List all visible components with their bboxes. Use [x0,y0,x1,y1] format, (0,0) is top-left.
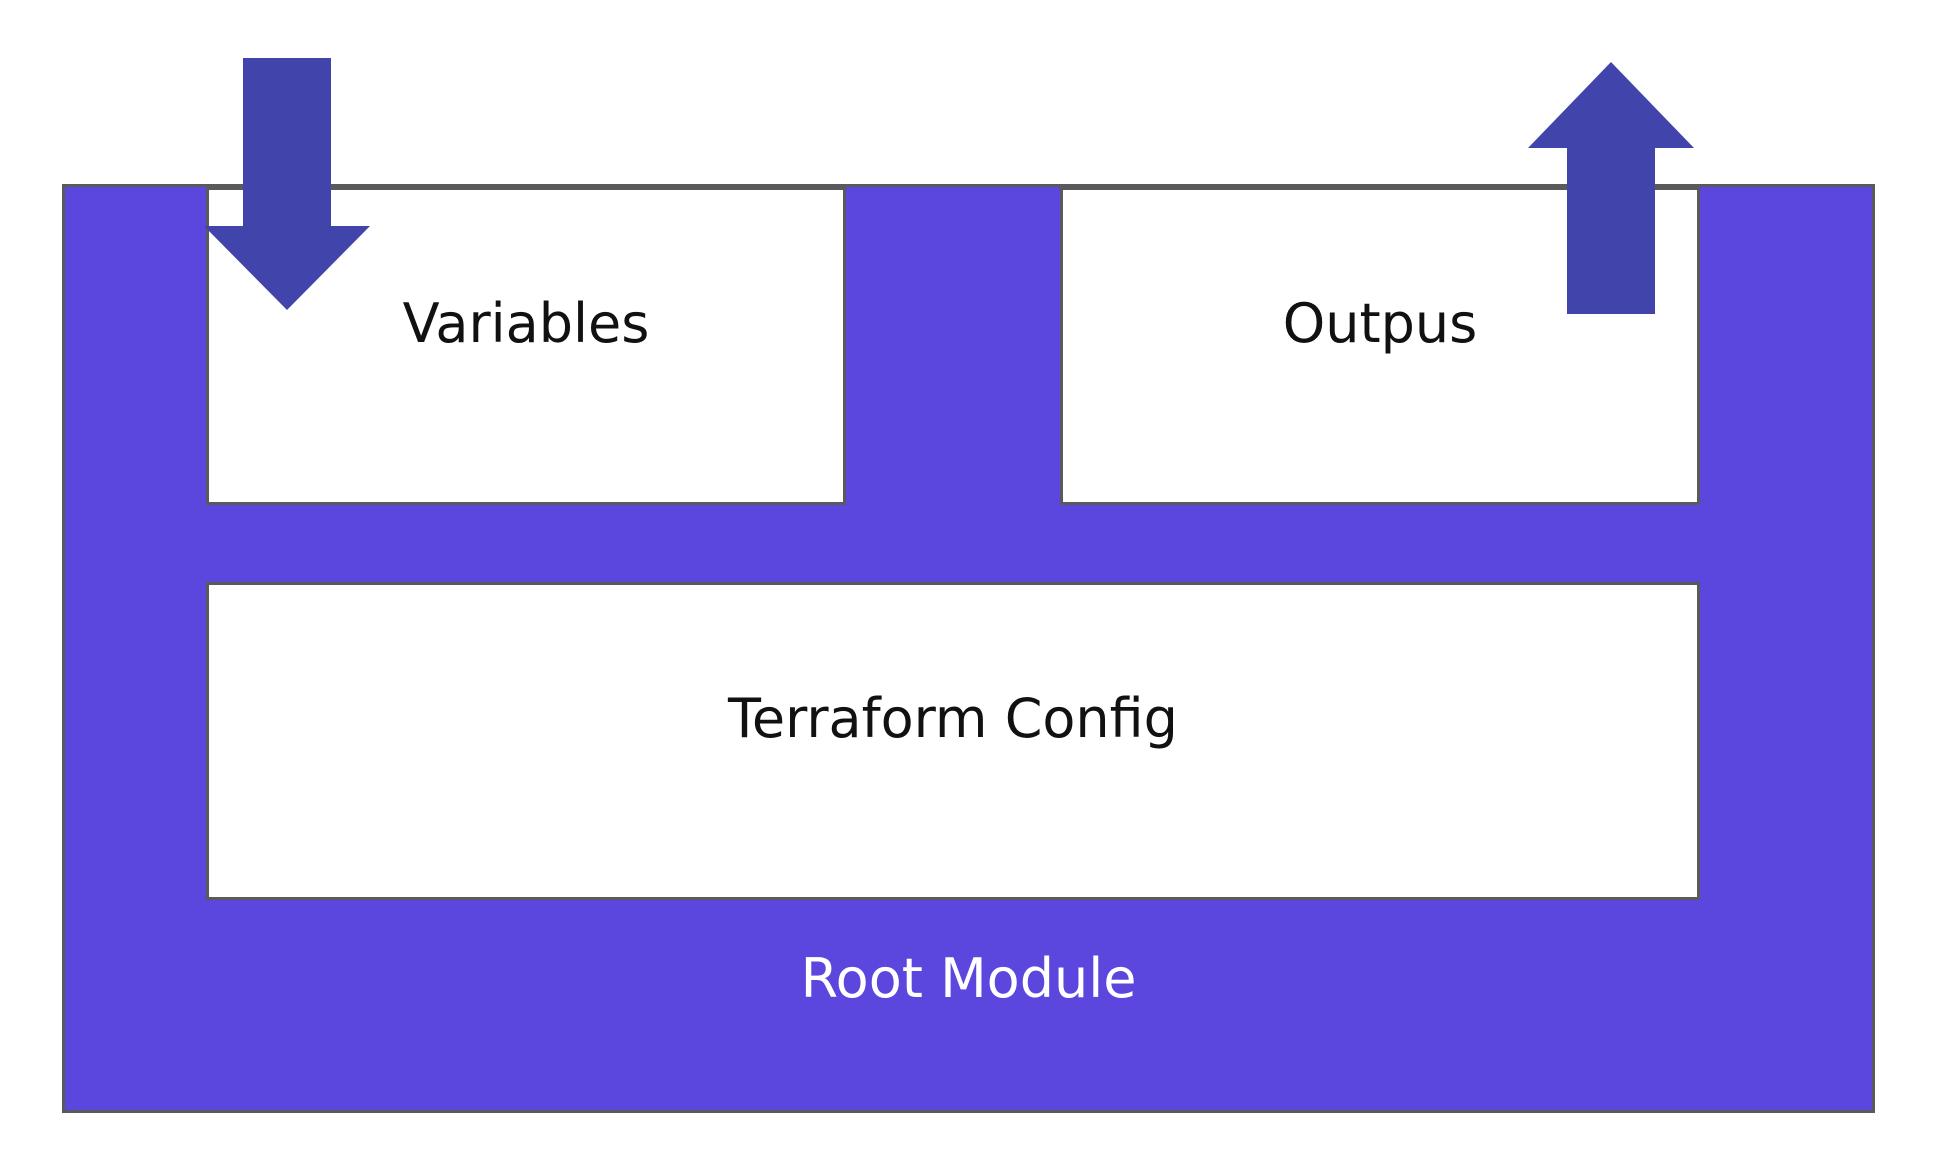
box-terraform-config-label: Terraform Config [728,687,1178,751]
output-arrow-icon [1528,62,1694,314]
root-module-label: Root Module [800,947,1137,1010]
box-outputs[interactable]: Outpus [1060,187,1700,505]
box-terraform-config[interactable]: Terraform Config [206,582,1700,900]
root-module-container[interactable]: Variables Outpus Terraform Config Root M… [62,184,1875,1113]
box-outputs-label: Outpus [1282,292,1478,356]
input-arrow-icon [204,58,370,310]
box-variables-label: Variables [402,292,650,356]
